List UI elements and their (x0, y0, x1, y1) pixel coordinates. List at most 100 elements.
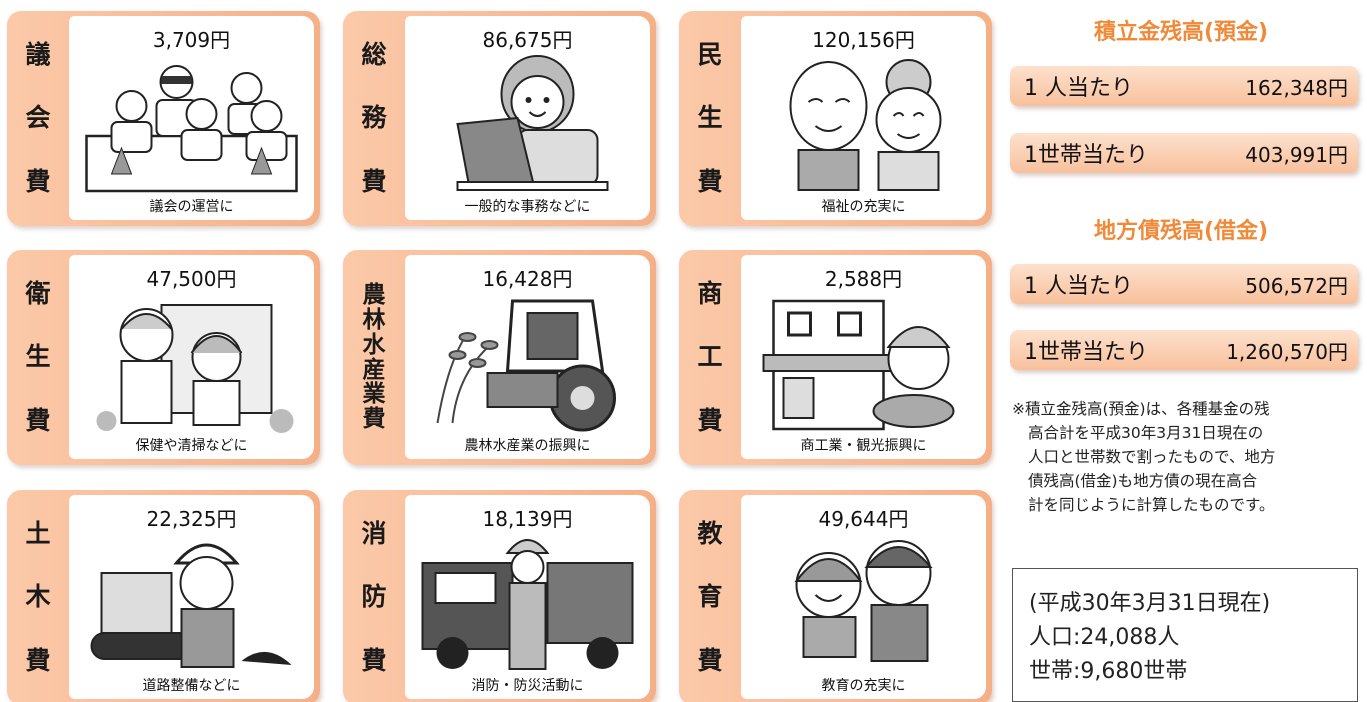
card-amount: 16,428円 (482, 267, 573, 291)
card-caption: 商工業・観光振興に (800, 438, 927, 454)
tab-char: 生 (25, 342, 51, 372)
tab-char: 生 (697, 103, 723, 133)
debt-per-household: 1世帯当たり 1,260,570円 (1010, 330, 1358, 370)
tab-char: 衛 (25, 278, 51, 308)
tab-char: 費 (697, 646, 723, 676)
savings-per-household: 1世帯当たり 403,991円 (1010, 133, 1358, 173)
card-doboku: 土 木 費 22,325円 道路整備などに (7, 490, 320, 702)
card-panel: 47,500円 保健や清掃などに (69, 255, 314, 459)
card-panel: 2,588円 商工業・観光振興に (741, 255, 986, 459)
tab-char: 水 (362, 331, 386, 358)
card-shoko: 商 工 費 2,588円 商工業・観光振興に (679, 250, 992, 465)
info-households: 世帯:9,680世帯 (1029, 659, 1188, 684)
card-amount: 3,709円 (152, 28, 231, 52)
construction-worker-icon (79, 533, 304, 673)
tab-char: 費 (697, 167, 723, 197)
pill-label: 1世帯当たり (1024, 143, 1148, 168)
tab-char: 議 (25, 39, 51, 69)
tab-char: 総 (361, 39, 387, 69)
tab-char: 費 (362, 406, 386, 433)
card-gikai: 議 会 費 3,709円 議 (7, 11, 320, 226)
card-caption: 議会の運営に (149, 199, 234, 215)
pill-value: 162,348円 (1245, 75, 1348, 100)
card-tab: 商 工 費 (679, 250, 741, 465)
tab-char: 産 (362, 356, 386, 383)
note-line: 債残高(借金)も地方債の現在高合 (1028, 472, 1258, 490)
tractor-icon (415, 293, 640, 433)
tab-char: 工 (697, 342, 723, 372)
tab-char: 費 (25, 406, 51, 436)
pill-label: 1世帯当たり (1024, 340, 1148, 365)
note-line: 人口と世帯数で割ったもので、地方 (1028, 448, 1276, 466)
pill-value: 403,991円 (1245, 142, 1348, 167)
card-panel: 86,675円 一般的な事務などに (405, 16, 650, 220)
card-tab: 議 会 費 (7, 11, 69, 226)
card-panel: 3,709円 議会の運営に (69, 16, 314, 220)
card-amount: 49,644円 (818, 507, 909, 531)
card-amount: 22,325円 (146, 507, 237, 531)
tab-char: 費 (361, 646, 387, 676)
tab-char: 業 (362, 381, 386, 408)
card-tab: 総 務 費 (343, 11, 405, 226)
card-kyoiku: 教 育 費 49,644円 教育の充実に (679, 490, 992, 702)
card-tab: 教 育 費 (679, 490, 741, 702)
card-panel: 22,325円 道路整備などに (69, 495, 314, 699)
tab-char: 消 (361, 518, 387, 548)
tab-char: 費 (697, 406, 723, 436)
card-caption: 一般的な事務などに (464, 199, 591, 215)
savings-per-person: 1 人当たり 162,348円 (1010, 66, 1358, 106)
pill-label: 1 人当たり (1024, 274, 1133, 299)
tab-char: 費 (25, 646, 51, 676)
card-amount: 86,675円 (482, 28, 573, 52)
tab-char: 民 (697, 39, 723, 69)
card-norin: 農 林 水 産 業 費 16,428円 (343, 250, 656, 465)
tab-char: 費 (361, 167, 387, 197)
card-caption: 消防・防災活動に (471, 678, 584, 694)
debt-title: 地方債残高(借金) (1093, 219, 1269, 244)
tab-char: 育 (697, 582, 723, 612)
card-amount: 2,588円 (824, 267, 903, 291)
tab-char: 防 (361, 582, 387, 612)
tab-char: 木 (25, 582, 51, 612)
card-caption: 道路整備などに (142, 678, 241, 694)
note-line: 計を同じように計算したものです。 (1028, 496, 1275, 514)
tab-char: 費 (25, 167, 51, 197)
card-panel: 18,139円 消防・防災活動に (405, 495, 650, 699)
card-caption: 保健や清掃などに (135, 438, 248, 454)
info-population: 人口:24,088人 (1029, 625, 1180, 650)
card-caption: 農林水産業の振興に (464, 438, 591, 454)
card-eisei: 衛 生 費 47,500円 保健や清掃などに (7, 250, 320, 465)
card-tab: 衛 生 費 (7, 250, 69, 465)
elderly-couple-icon (751, 54, 976, 194)
card-tab: 農 林 水 産 業 費 (343, 250, 405, 465)
card-amount: 47,500円 (146, 267, 237, 291)
card-panel: 49,644円 教育の充実に (741, 495, 986, 699)
savings-title: 積立金残高(預金) (1093, 20, 1269, 45)
note-line: 高合計を平成30年3月31日現在の (1028, 424, 1264, 442)
council-icon (79, 54, 304, 194)
tab-char: 土 (25, 518, 51, 548)
card-minsei: 民 生 費 120,156円 福祉の充実に (679, 11, 992, 226)
note-line: ※積立金残高(預金)は、各種基金の残 (1012, 400, 1270, 418)
card-shobo: 消 防 費 18,139円 消防・防災活動に (343, 490, 656, 702)
pill-value: 506,572円 (1245, 273, 1348, 298)
tab-char: 会 (25, 103, 51, 133)
card-panel: 120,156円 福祉の充実に (741, 16, 986, 220)
card-tab: 土 木 費 (7, 490, 69, 702)
pill-label: 1 人当たり (1024, 76, 1133, 101)
card-panel: 16,428円 農林水産業の振興に (405, 255, 650, 459)
card-somu: 総 務 費 86,675円 一般的な事務などに (343, 11, 656, 226)
students-icon (751, 533, 976, 673)
card-caption: 福祉の充実に (821, 199, 906, 215)
debt-per-person: 1 人当たり 506,572円 (1010, 264, 1358, 304)
card-tab: 民 生 費 (679, 11, 741, 226)
firefighter-icon (415, 533, 640, 673)
office-worker-icon (415, 54, 640, 194)
shop-icon (751, 293, 976, 433)
pill-value: 1,260,570円 (1226, 339, 1348, 364)
population-info-box: (平成30年3月31日現在) 人口:24,088人 世帯:9,680世帯 (1012, 568, 1358, 702)
tab-char: 商 (697, 278, 723, 308)
info-date: (平成30年3月31日現在) (1029, 591, 1271, 616)
card-tab: 消 防 費 (343, 490, 405, 702)
health-workers-icon (79, 293, 304, 433)
